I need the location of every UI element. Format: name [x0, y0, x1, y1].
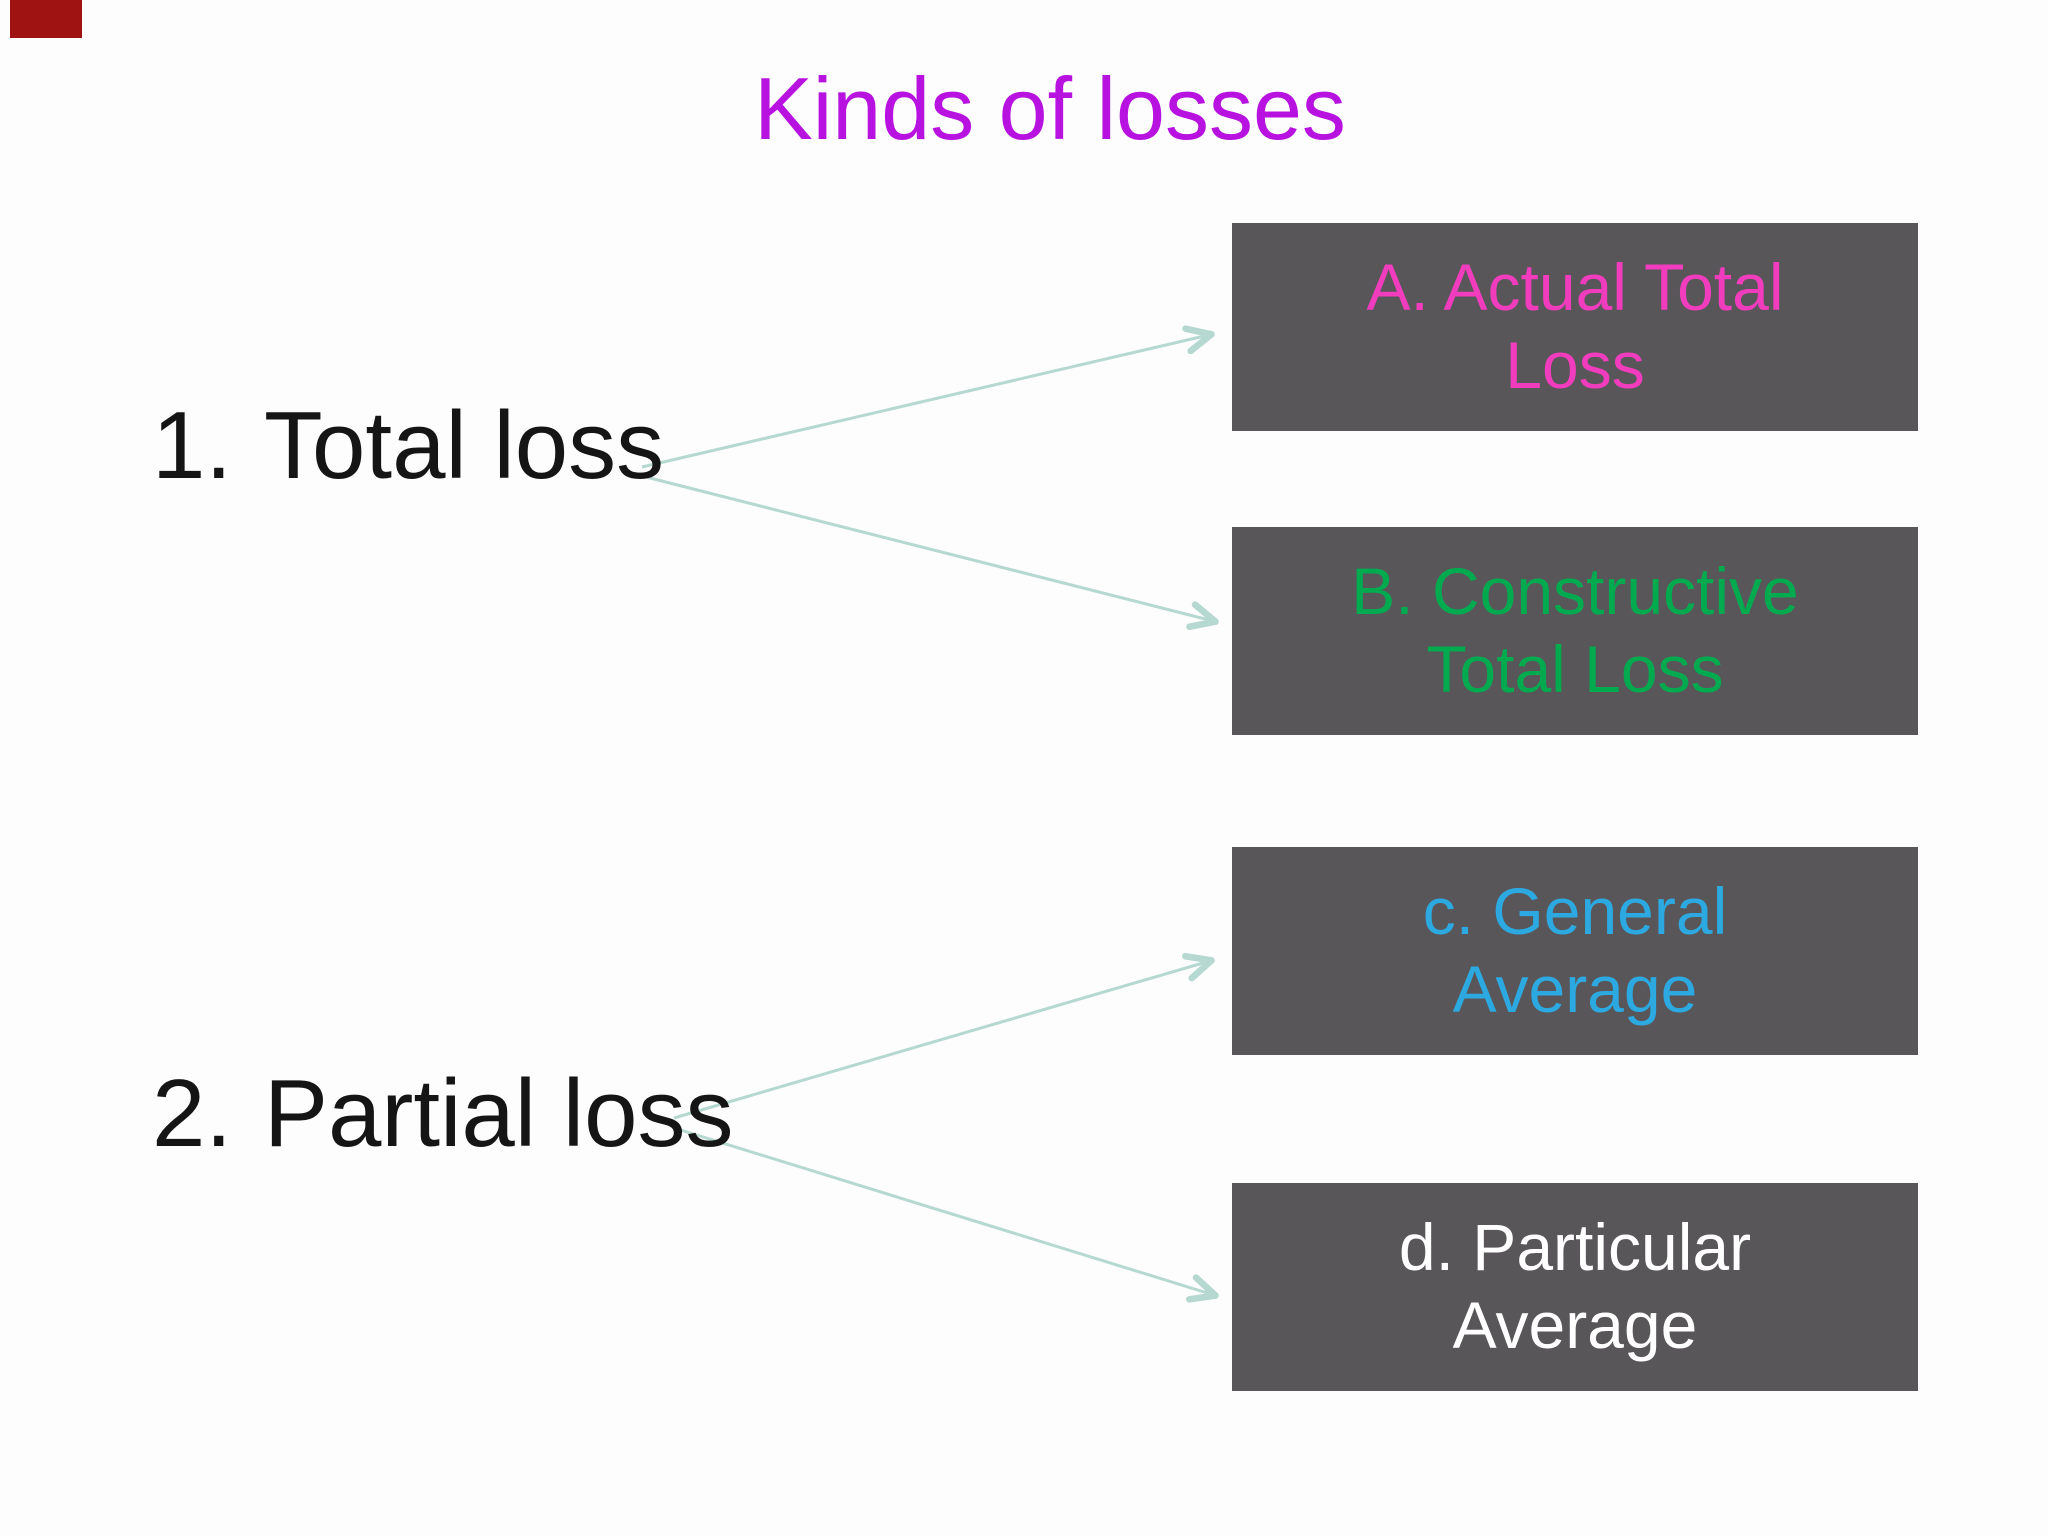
list-item-number: 2.	[152, 1060, 233, 1167]
box-particular-average: d. Particular Average	[1232, 1183, 1918, 1391]
box-line: A. Actual Total	[1366, 250, 1784, 325]
box-line: Average	[1452, 952, 1698, 1026]
box-actual-total-loss: A. Actual Total Loss	[1232, 223, 1918, 431]
arrow-partial-to-particular	[673, 1126, 1219, 1303]
box-general-average: c. General Average	[1232, 847, 1918, 1055]
box-line: c. General	[1422, 874, 1728, 949]
arrow-partial-to-general	[673, 952, 1215, 1120]
box-line: Total Loss	[1426, 632, 1724, 706]
list-item-label: Partial loss	[264, 1060, 734, 1167]
list-item-partial-loss: 2. Partial loss	[152, 1066, 734, 1162]
box-line: d. Particular	[1398, 1210, 1752, 1285]
list-item-total-loss: 1. Total loss	[152, 398, 664, 494]
box-constructive-total-loss: B. Constructive Total Loss	[1232, 527, 1918, 735]
arrow-total-to-actual	[641, 325, 1215, 469]
list-item-number: 1.	[152, 392, 233, 499]
arrow-total-to-constructive	[641, 474, 1219, 631]
corner-mark	[10, 0, 82, 38]
box-line: Loss	[1505, 328, 1645, 402]
slide-title: Kinds of losses	[754, 59, 1346, 158]
box-line: B. Constructive	[1351, 554, 1799, 629]
list-item-label: Total loss	[264, 392, 665, 499]
box-line: Average	[1452, 1288, 1698, 1362]
